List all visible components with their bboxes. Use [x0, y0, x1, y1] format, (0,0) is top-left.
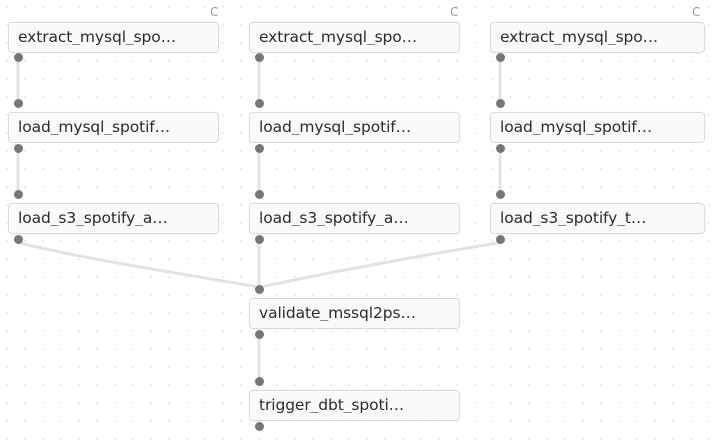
task-node-extract-1[interactable]: extract_mysql_spo…	[8, 22, 219, 53]
node-port-input-load-s3-1[interactable]	[14, 190, 23, 199]
task-node-label: extract_mysql_spo…	[259, 29, 418, 46]
node-port-output-load-s3-3[interactable]	[496, 235, 505, 244]
node-port-output-extract-2[interactable]	[255, 53, 264, 62]
node-port-output-load-s3-2[interactable]	[255, 235, 264, 244]
node-port-input-load-s3-2[interactable]	[255, 190, 264, 199]
task-node-label: load_mysql_spotif…	[18, 119, 171, 136]
task-node-validate[interactable]: validate_mssql2ps…	[249, 298, 460, 329]
task-node-label: trigger_dbt_spoti…	[259, 397, 405, 414]
node-port-input-load-mysql-3[interactable]	[496, 99, 505, 108]
task-node-load-s3-1[interactable]: load_s3_spotify_a…	[8, 203, 219, 234]
task-group-badge: C	[450, 5, 459, 19]
task-node-trigger[interactable]: trigger_dbt_spoti…	[249, 390, 460, 421]
node-port-output-extract-3[interactable]	[496, 53, 505, 62]
task-group-badge: C	[210, 5, 219, 19]
node-port-output-validate[interactable]	[255, 330, 264, 339]
edge-load-s3-1-to-validate	[18, 241, 261, 289]
node-port-output-load-mysql-3[interactable]	[496, 144, 505, 153]
edge-load-s3-3-to-validate	[259, 241, 500, 289]
node-port-input-validate[interactable]	[255, 285, 264, 294]
task-node-label: load_mysql_spotif…	[500, 119, 653, 136]
node-port-output-trigger[interactable]	[255, 422, 264, 431]
task-node-label: load_mysql_spotif…	[259, 119, 412, 136]
task-node-label: load_s3_spotify_t…	[500, 210, 647, 227]
node-port-output-extract-1[interactable]	[14, 53, 23, 62]
task-node-label: extract_mysql_spo…	[18, 29, 177, 46]
node-port-output-load-mysql-1[interactable]	[14, 144, 23, 153]
task-node-load-s3-2[interactable]: load_s3_spotify_a…	[249, 203, 460, 234]
task-node-load-mysql-3[interactable]: load_mysql_spotif…	[490, 112, 705, 143]
task-node-label: validate_mssql2ps…	[259, 305, 416, 322]
node-port-output-load-mysql-2[interactable]	[255, 144, 264, 153]
node-port-input-load-s3-3[interactable]	[496, 190, 505, 199]
node-port-output-load-s3-1[interactable]	[14, 235, 23, 244]
node-port-input-load-mysql-2[interactable]	[255, 99, 264, 108]
task-node-load-mysql-1[interactable]: load_mysql_spotif…	[8, 112, 219, 143]
task-node-extract-2[interactable]: extract_mysql_spo…	[249, 22, 460, 53]
task-node-label: extract_mysql_spo…	[500, 29, 659, 46]
task-node-extract-3[interactable]: extract_mysql_spo…	[490, 22, 705, 53]
node-port-input-trigger[interactable]	[255, 377, 264, 386]
node-port-input-load-mysql-1[interactable]	[14, 99, 23, 108]
task-group-badge: C	[692, 5, 701, 19]
task-node-load-s3-3[interactable]: load_s3_spotify_t…	[490, 203, 705, 234]
task-node-load-mysql-2[interactable]: load_mysql_spotif…	[249, 112, 460, 143]
task-node-label: load_s3_spotify_a…	[18, 210, 168, 227]
task-node-label: load_s3_spotify_a…	[259, 210, 409, 227]
